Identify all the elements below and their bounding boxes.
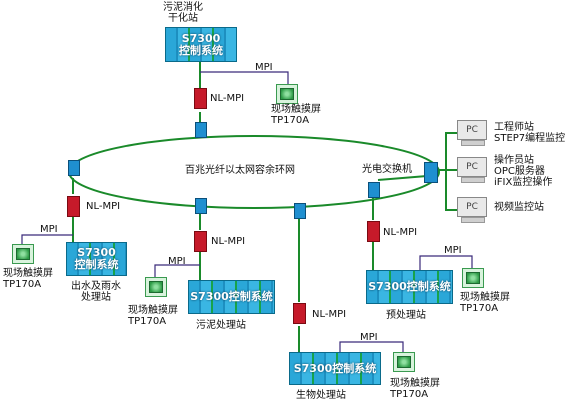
operator-pc-base (461, 177, 485, 183)
top-nl-mpi-converter[interactable] (194, 88, 207, 109)
engineer-pc-monitor: PC (457, 120, 487, 140)
sludge-plc-label: S7300控制系统 (190, 290, 273, 303)
top-station-name: 污泥消化 干化站 (153, 2, 213, 24)
optical-switch[interactable] (424, 162, 438, 183)
bio-touch-screen-icon[interactable] (393, 352, 415, 372)
switch-label: 光电交换机 (362, 164, 412, 175)
left-ring-node[interactable] (68, 160, 80, 176)
pc3-wire (445, 170, 458, 211)
top-plc-line2: 控制系统 (179, 43, 223, 57)
left-nl-mpi-converter[interactable] (67, 196, 80, 217)
pre-mpi-wire (419, 255, 473, 270)
top-station-name-line2: 干化站 (168, 13, 198, 24)
left-plc-line1: S7300 (77, 246, 116, 259)
left-hmi-label: 现场触摸屏 TP170A (3, 268, 53, 290)
top-mpi-label: MPI (255, 62, 273, 73)
left-mpi-wire (21, 234, 73, 244)
sludge-hmi-line2: TP170A (128, 316, 167, 327)
engineer-pc-base (461, 140, 485, 146)
top-hmi-line1: 现场触摸屏 (271, 104, 321, 115)
pre-ring-node[interactable] (368, 182, 380, 198)
bio-mpi-label: MPI (360, 332, 378, 343)
bio-station-name: 生物处理站 (296, 390, 346, 401)
top-nl-mpi-label: NL-MPI (210, 93, 245, 104)
pre-nl-mpi-label: NL-MPI (383, 227, 418, 238)
switch-ring-wire (377, 175, 428, 181)
top-hmi-label: 现场触摸屏 TP170A (271, 104, 321, 126)
sludge-touch-screen-icon[interactable] (145, 277, 167, 297)
sludge-nl-mpi-converter[interactable] (194, 231, 207, 252)
pre-hmi-line2: TP170A (460, 303, 499, 314)
video-pc-label: 视频监控站 (494, 202, 544, 213)
operator-pc-line2: OPC服务器 (494, 166, 545, 177)
bio-plc[interactable]: S7300控制系统 (289, 352, 381, 385)
sludge-nl-mpi-label: NL-MPI (211, 236, 246, 247)
left-touch-screen-icon[interactable] (12, 244, 34, 264)
top-ring-node[interactable] (195, 122, 207, 138)
top-plc[interactable]: S7300 控制系统 (165, 27, 237, 62)
sludge-ring-node[interactable] (195, 198, 207, 214)
engineer-pc-icon[interactable]: PC (457, 120, 487, 146)
left-mpi-label: MPI (40, 224, 58, 235)
pre-station-name: 预处理站 (386, 310, 426, 321)
sludge-mpi-label: MPI (168, 256, 186, 267)
video-pc-base (461, 217, 485, 223)
left-station-name-line1: 出水及雨水 (71, 281, 121, 292)
left-station-name: 出水及雨水 处理站 (62, 281, 130, 303)
bio-hmi-line2: TP170A (390, 389, 429, 400)
sludge-mpi-wire (154, 264, 200, 277)
sludge-hmi-line1: 现场触摸屏 (128, 305, 178, 316)
bio-hmi-line1: 现场触摸屏 (390, 378, 440, 389)
pre-touch-screen-icon[interactable] (462, 268, 484, 288)
pre-nl-mpi-converter[interactable] (367, 221, 380, 242)
bio-mpi-wire (339, 341, 404, 352)
operator-pc-line3: iFIX监控操作 (494, 177, 553, 188)
left-plc[interactable]: S7300 控制系统 (66, 242, 127, 276)
pre-plc-label: S7300控制系统 (368, 280, 451, 293)
engineer-pc-label: 工程师站 STEP7编程监控 (494, 122, 565, 144)
left-hmi-line2: TP170A (3, 279, 42, 290)
operator-pc-label: 操作员站 OPC服务器 iFIX监控操作 (494, 155, 552, 188)
top-hmi-line2: TP170A (271, 115, 310, 126)
bio-plc-label: S7300控制系统 (293, 361, 377, 375)
bio-nl-mpi-label: NL-MPI (312, 309, 347, 320)
sludge-station-name: 污泥处理站 (196, 320, 246, 331)
ring-label: 百兆光纤以太网容余环网 (185, 165, 295, 176)
video-pc-icon[interactable]: PC (457, 197, 487, 223)
pre-mpi-label: MPI (444, 245, 462, 256)
bio-hmi-label: 现场触摸屏 TP170A (390, 378, 440, 400)
engineer-pc-line1: 工程师站 (494, 122, 534, 133)
operator-pc-monitor: PC (457, 157, 487, 177)
top-touch-screen-icon[interactable] (276, 84, 298, 104)
top-plc-line1: S7300 (181, 31, 221, 45)
top-station-name-line1: 污泥消化 (163, 2, 203, 13)
left-nl-mpi-label: NL-MPI (86, 201, 121, 212)
pre-hmi-line1: 现场触摸屏 (460, 292, 510, 303)
operator-pc-line1: 操作员站 (494, 155, 534, 166)
sludge-hmi-label: 现场触摸屏 TP170A (128, 305, 178, 327)
bio-ring-node[interactable] (294, 203, 306, 219)
pre-plc[interactable]: S7300控制系统 (366, 270, 453, 304)
operator-pc-icon[interactable]: PC (457, 157, 487, 183)
bio-nl-mpi-converter[interactable] (293, 303, 306, 324)
top-mpi-wire (200, 71, 289, 84)
engineer-pc-line2: STEP7编程监控 (494, 133, 566, 144)
pre-hmi-label: 现场触摸屏 TP170A (460, 292, 510, 314)
left-station-name-line2: 处理站 (81, 292, 111, 303)
sludge-plc[interactable]: S7300控制系统 (188, 280, 275, 314)
left-plc-line2: 控制系统 (74, 258, 119, 271)
video-pc-monitor: PC (457, 197, 487, 217)
left-hmi-line1: 现场触摸屏 (3, 268, 53, 279)
